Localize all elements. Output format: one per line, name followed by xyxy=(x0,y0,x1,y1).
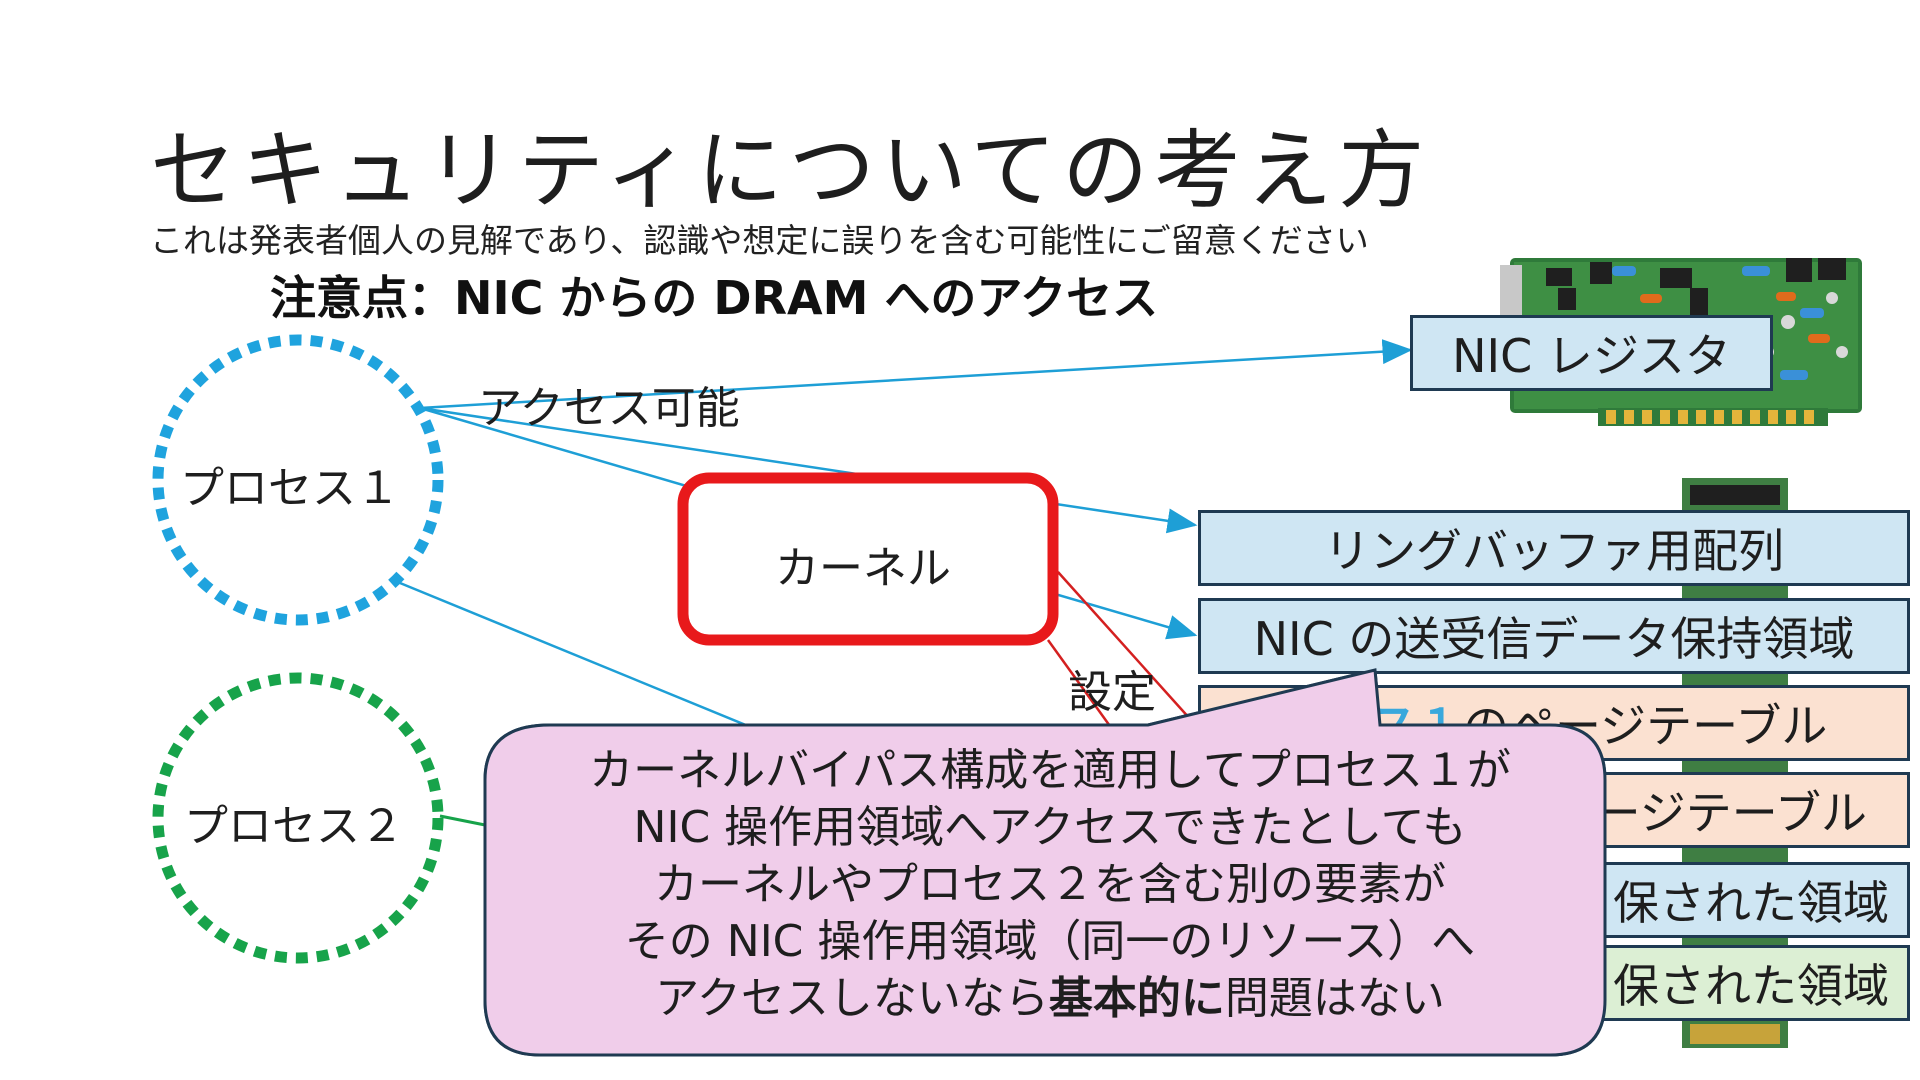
process2-link xyxy=(439,814,491,828)
page-title: セキュリティについての考え方 xyxy=(150,121,1431,221)
process2-label: プロセス２ xyxy=(184,801,404,852)
setting-label: 設定 xyxy=(1068,667,1156,718)
callout-line-3: カーネルやプロセス２を含む別の要素が xyxy=(654,859,1446,910)
callout-line-4: その NIC 操作用領域（同一のリソース）へ xyxy=(624,916,1476,967)
process2-circle xyxy=(152,672,444,964)
callout-line-2: NIC 操作用領域へアクセスできたとしても xyxy=(633,802,1467,853)
disclaimer: これは発表者個人の見解であり、認識や想定に誤りを含む可能性にご留意ください xyxy=(150,221,1369,260)
callout-line-5: アクセスしないなら基本的に問題はない xyxy=(655,973,1445,1024)
ring-buffer-box: リングバッファ用配列 xyxy=(1198,510,1910,586)
nic-register-box: NIC レジスタ xyxy=(1410,315,1773,391)
callout-line-1: カーネルバイパス構成を適用してプロセス１が xyxy=(589,745,1511,796)
process1-circle xyxy=(152,334,444,626)
process1-label: プロセス１ xyxy=(180,463,400,514)
kernel-label: カーネル xyxy=(775,543,951,594)
access-possible-label: アクセス可能 xyxy=(478,383,740,434)
kernel-setting-lines xyxy=(1046,571,1201,741)
section-heading: 注意点：NIC からの DRAM へのアクセス xyxy=(270,271,1159,325)
nic-data-area-box: NIC の送受信データ保持領域 xyxy=(1198,598,1910,674)
callout-text: カーネルバイパス構成を適用してプロセス１が NIC 操作用領域へアクセスできたと… xyxy=(490,742,1610,1027)
kernel-box xyxy=(677,472,1059,646)
